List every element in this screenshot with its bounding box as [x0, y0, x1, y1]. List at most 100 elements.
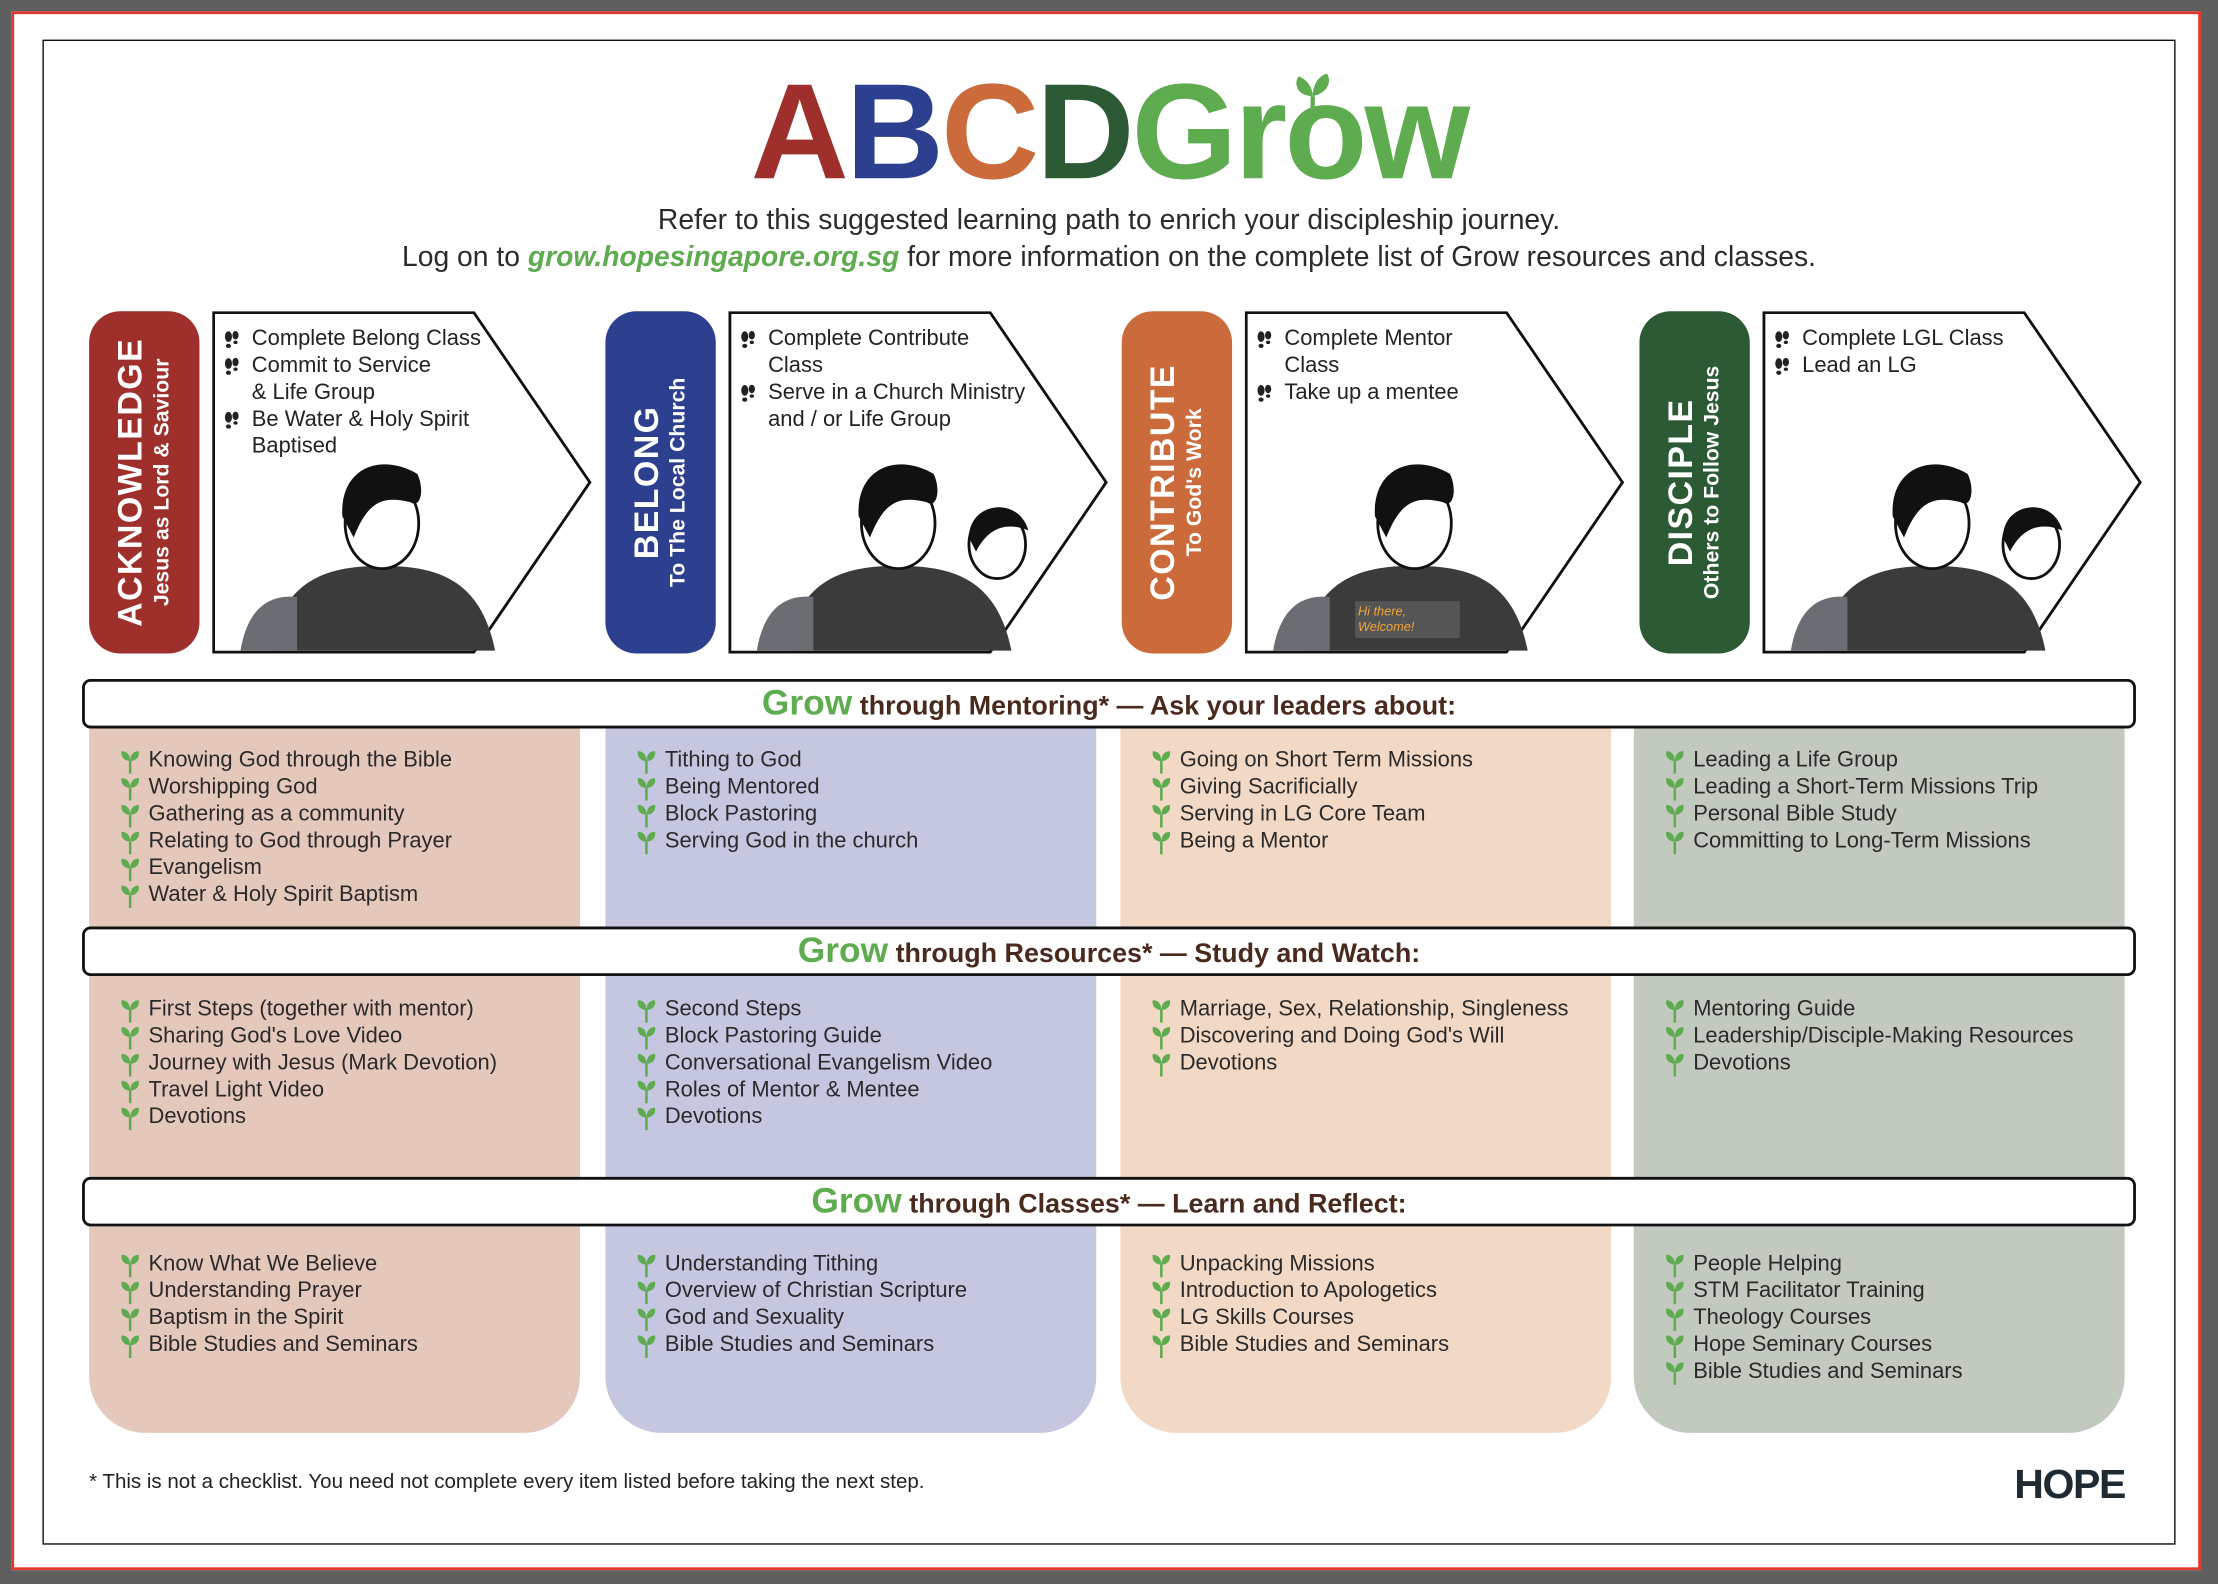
- list-item-text: Being Mentored: [664, 775, 820, 800]
- step-item: Lead an LG: [1774, 352, 2004, 379]
- grow-word: Grow: [797, 930, 889, 971]
- list-item: Mentoring Guide: [1665, 996, 2074, 1023]
- stage-title: CONTRIBUTE: [1144, 364, 1183, 601]
- sprout-icon: [121, 858, 139, 882]
- list-item-text: Bible Studies and Seminars: [664, 1332, 935, 1357]
- column-acknowledge: [89, 714, 580, 1433]
- step-text: Lead an LG: [1802, 353, 1917, 378]
- list-item-text: Introduction to Apologetics: [1179, 1278, 1437, 1303]
- sprout-icon: [1152, 1000, 1171, 1023]
- step-text: Complete Contribute Class: [768, 326, 970, 378]
- list-item: Going on Short Term Missions: [1151, 747, 1473, 774]
- list-item: Bible Studies and Seminars: [120, 1331, 418, 1358]
- sprout-icon: [121, 1000, 139, 1023]
- sprout-icon: [637, 831, 656, 855]
- list-item-text: Conversational Evangelism Video: [664, 1051, 993, 1076]
- list-item-text: Giving Sacrificially: [1179, 775, 1358, 800]
- sprout-icon: [1666, 1026, 1684, 1050]
- list-item: Bible Studies and Seminars: [1151, 1331, 1449, 1358]
- list-item: Worshipping God: [120, 774, 452, 801]
- sprout-icon: [1666, 1308, 1684, 1332]
- sprout-icon: [1152, 831, 1171, 855]
- sprout-icon: [637, 1053, 656, 1077]
- sprout-icon: [1152, 1026, 1171, 1050]
- sprout-icon: [1666, 777, 1684, 801]
- step-item: Complete Belong Class: [223, 325, 481, 352]
- step-item: Complete LGL Class: [1774, 325, 2004, 352]
- list-item-text: Travel Light Video: [148, 1077, 325, 1102]
- subtitle-suffix: for more information on the complete lis…: [899, 241, 1817, 274]
- sprout-icon: [121, 1080, 139, 1104]
- grow-website-link[interactable]: grow.hopesingapore.org.sg: [527, 241, 900, 274]
- list-item-text: Devotions: [148, 1104, 247, 1129]
- title-letter-c: C: [941, 56, 1039, 208]
- step-text: Complete Mentor Class: [1284, 326, 1453, 378]
- list-item-text: Leading a Short-Term Missions Trip: [1693, 775, 2039, 800]
- list-item: Hope Seminary Courses: [1665, 1331, 1963, 1358]
- list-item-text: Baptism in the Spirit: [148, 1305, 344, 1330]
- sprout-icon: [1666, 1362, 1684, 1385]
- sprout-icon: [1152, 1053, 1171, 1077]
- list-item: LG Skills Courses: [1151, 1304, 1449, 1332]
- list-item-text: Mentoring Guide: [1693, 997, 1856, 1022]
- sprout-icon: [1152, 1281, 1171, 1305]
- abcdgrow-title: ABCDGrow: [0, 62, 2218, 203]
- list-item: People Helping: [1665, 1250, 1963, 1278]
- footprints-icon: [1257, 384, 1272, 402]
- list-item: Bible Studies and Seminars: [1665, 1358, 1963, 1385]
- list-item: Bible Studies and Seminars: [637, 1331, 967, 1358]
- step-item: Commit to Service & Life Group: [223, 352, 480, 406]
- footnote: * This is not a checklist. You need not …: [89, 1471, 925, 1494]
- list-item-text: Water & Holy Spirit Baptism: [148, 882, 419, 907]
- step-item: Take up a mentee: [1256, 379, 1459, 406]
- list-item: Personal Bible Study: [1665, 801, 2038, 828]
- list-item-text: Being a Mentor: [1179, 828, 1329, 853]
- list-item: Understanding Prayer: [120, 1277, 418, 1305]
- title-letter-b: B: [845, 56, 944, 208]
- list-item: Know What We Believe: [120, 1250, 418, 1278]
- step-text: Take up a mentee: [1284, 380, 1459, 405]
- list-item: Being Mentored: [637, 774, 919, 801]
- footprints-icon: [224, 331, 239, 348]
- sprout-icon: [121, 777, 139, 801]
- list-item-text: Serving God in the church: [664, 828, 919, 853]
- sprout-icon: [121, 804, 139, 828]
- sprout-icon: [1666, 1335, 1684, 1358]
- list-item-text: Evangelism: [148, 855, 262, 880]
- step-text: Complete LGL Class: [1802, 326, 2004, 351]
- sprout-icon: [1152, 1308, 1171, 1332]
- list-item-text: Leadership/Disciple-Making Resources: [1693, 1024, 2074, 1049]
- list-item: Leading a Short-Term Missions Trip: [1665, 774, 2038, 801]
- footprints-icon: [741, 331, 755, 348]
- footprints-icon: [741, 384, 755, 402]
- list-item-text: Devotions: [1179, 1051, 1278, 1076]
- people-illustration: [1790, 464, 2063, 651]
- list-item-text: Leading a Life Group: [1693, 748, 1899, 773]
- sprout-icon: [121, 1335, 139, 1358]
- list-item: Evangelism: [120, 854, 452, 882]
- footprints-icon: [224, 357, 239, 375]
- sprout-icon: [637, 1254, 656, 1278]
- list-item: Committing to Long-Term Missions: [1665, 828, 2038, 855]
- list-item: Devotions: [120, 1103, 497, 1131]
- list-item-text: Gathering as a community: [148, 802, 405, 827]
- grow-word: Grow: [761, 683, 853, 723]
- footprints-icon: [1775, 357, 1789, 375]
- sprout-icon: [1666, 1254, 1684, 1278]
- list-item: Sharing God's Love Video: [120, 1023, 497, 1050]
- list-item-text: Marriage, Sex, Relationship, Singleness: [1179, 997, 1569, 1022]
- list-item: Giving Sacrificially: [1151, 774, 1473, 801]
- sprout-icon: [1666, 831, 1684, 855]
- section-header: Grow through Mentoring* — Ask your leade…: [82, 678, 2136, 729]
- sprout-icon: [121, 1308, 139, 1332]
- sprout-icon: [121, 1281, 139, 1305]
- subtitle-prefix: Log on to: [401, 241, 528, 274]
- list-item-text: Journey with Jesus (Mark Devotion): [148, 1051, 498, 1076]
